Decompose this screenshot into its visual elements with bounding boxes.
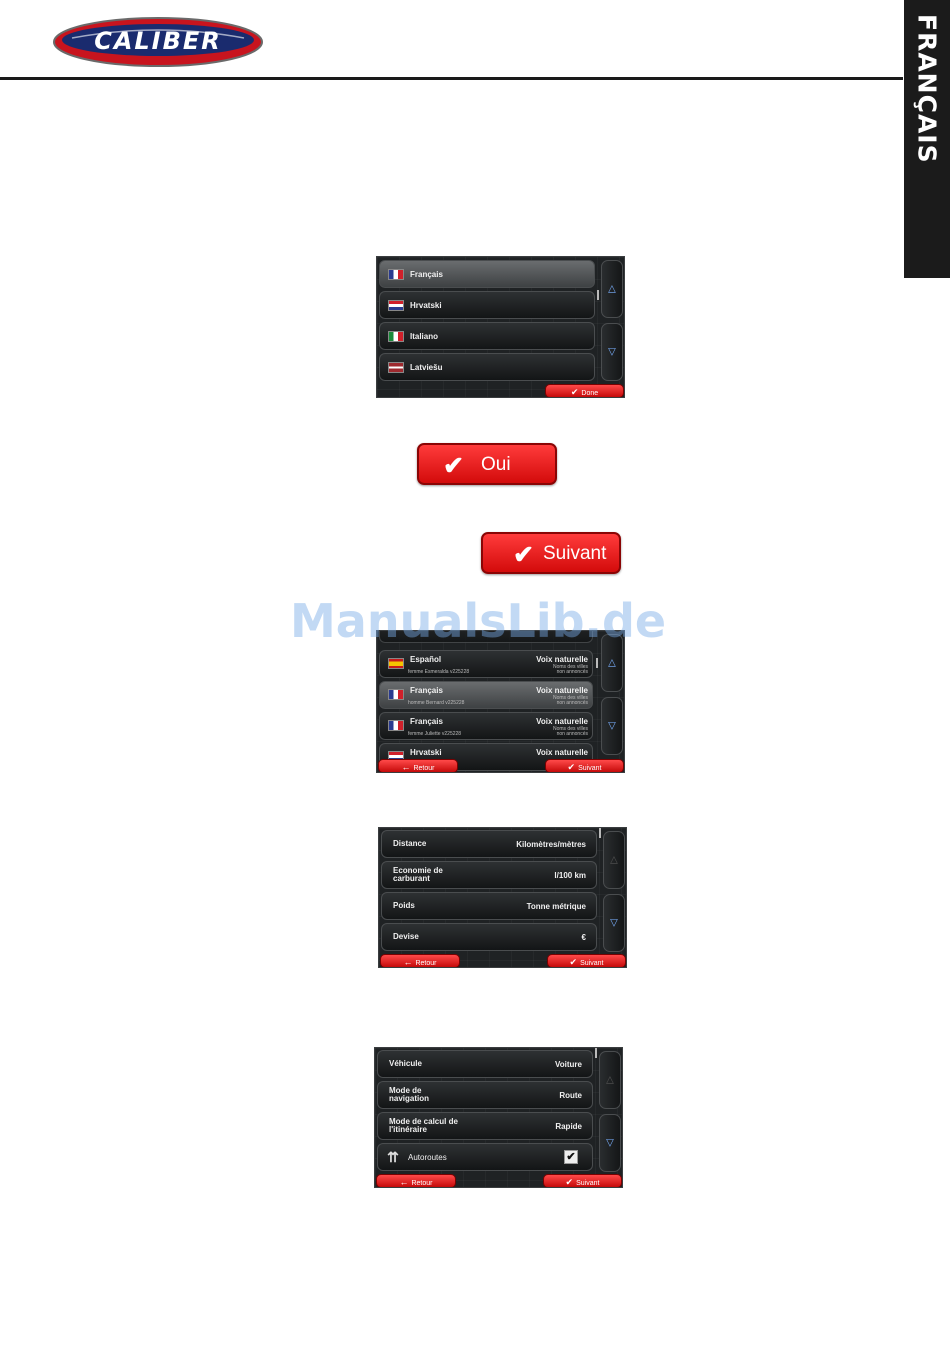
scroll-up-button[interactable]: △ <box>601 634 623 692</box>
back-button[interactable]: ←Retour <box>378 759 458 772</box>
flag-es-icon <box>388 658 404 669</box>
next-button[interactable]: ✔Suivant <box>545 759 624 772</box>
arrow-up-icon: △ <box>610 854 618 866</box>
scroll-thumb[interactable] <box>596 658 598 668</box>
language-tab: FRANÇAIS <box>904 0 950 278</box>
next-button[interactable]: ✔Suivant <box>543 1174 622 1187</box>
scroll-down-button[interactable]: ▽ <box>601 323 623 381</box>
list-item[interactable]: Véhicule Voiture <box>377 1050 593 1078</box>
oui-button[interactable]: ✔ Oui <box>417 443 557 485</box>
list-item[interactable]: Mode de navigation Route <box>377 1081 593 1109</box>
screen-route-settings: Véhicule Voiture Mode de navigation Rout… <box>374 1047 623 1188</box>
list-item[interactable]: Economie de carburant l/100 km <box>381 861 597 889</box>
check-icon: ✔ <box>570 387 579 397</box>
list-item[interactable]: Latviešu <box>379 353 595 381</box>
check-icon: ✔ <box>565 1177 574 1187</box>
arrow-down-icon: ▽ <box>606 1137 614 1149</box>
arrow-up-icon: △ <box>606 1074 614 1086</box>
arrow-left-icon: ← <box>403 957 413 967</box>
list-item[interactable]: Français homme Bernard v225228 Voix natu… <box>379 681 593 709</box>
next-button[interactable]: ✔Suivant <box>547 954 626 967</box>
back-button[interactable]: ←Retour <box>376 1174 456 1187</box>
check-icon: ✔ <box>513 541 534 569</box>
list-item[interactable]: ⇈ Autoroutes ✔ <box>377 1143 593 1171</box>
check-icon: ✔ <box>567 762 576 772</box>
highway-icon: ⇈ <box>387 1149 399 1165</box>
autoroutes-checkbox[interactable]: ✔ <box>564 1150 578 1164</box>
arrow-left-icon: ← <box>401 762 411 772</box>
arrow-down-icon: ▽ <box>610 917 618 929</box>
done-button[interactable]: ✔Done <box>545 384 624 397</box>
check-icon: ✔ <box>443 452 464 480</box>
list-item[interactable]: Français <box>379 260 595 288</box>
suivant-button[interactable]: ✔ Suivant <box>481 532 621 574</box>
scroll-thumb[interactable] <box>597 290 599 300</box>
scroll-thumb[interactable] <box>599 828 601 838</box>
flag-it-icon <box>388 331 404 342</box>
scroll-down-button[interactable]: ▽ <box>603 894 625 952</box>
language-tab-label: FRANÇAIS <box>912 14 942 164</box>
check-icon: ✔ <box>569 957 578 967</box>
list-item[interactable]: Devise € <box>381 923 597 951</box>
list-item[interactable]: Distance Kilomètres/mètres <box>381 830 597 858</box>
scroll-down-button[interactable]: ▽ <box>599 1114 621 1172</box>
flag-fr-icon <box>388 689 404 700</box>
flag-hr-icon <box>388 300 404 311</box>
caliber-logo: CALIBER <box>53 17 263 67</box>
header-rule <box>0 77 903 80</box>
arrow-up-icon: △ <box>608 283 616 295</box>
flag-fr-icon <box>388 720 404 731</box>
list-item[interactable]: Mode de calcul de l'itinéraire Rapide <box>377 1112 593 1140</box>
arrow-left-icon: ← <box>399 1177 409 1187</box>
list-item[interactable]: Italiano <box>379 322 595 350</box>
list-item[interactable]: Poids Tonne métrique <box>381 892 597 920</box>
list-item[interactable]: Français femme Juliette v225228 Voix nat… <box>379 712 593 740</box>
arrow-up-icon: △ <box>608 657 616 669</box>
arrow-down-icon: ▽ <box>608 720 616 732</box>
flag-lv-icon <box>388 362 404 373</box>
list-item[interactable]: Español femme Esmeralda v225228 Voix nat… <box>379 650 593 678</box>
back-button[interactable]: ←Retour <box>380 954 460 967</box>
screen-units: Distance Kilomètres/mètres Economie de c… <box>378 827 627 968</box>
svg-text:CALIBER: CALIBER <box>94 27 222 55</box>
list-item[interactable]: Hrvatski <box>379 291 595 319</box>
scroll-up-button[interactable]: △ <box>603 831 625 889</box>
screen-language-list: Français Hrvatski Italiano Latviešu △ ▽ … <box>376 256 625 398</box>
scroll-down-button[interactable]: ▽ <box>601 697 623 755</box>
list-item[interactable] <box>379 631 593 643</box>
scroll-up-button[interactable]: △ <box>601 260 623 318</box>
arrow-down-icon: ▽ <box>608 346 616 358</box>
scroll-thumb[interactable] <box>595 1048 597 1058</box>
scroll-up-button[interactable]: △ <box>599 1051 621 1109</box>
flag-fr-icon <box>388 269 404 280</box>
screen-voice-list: Español femme Esmeralda v225228 Voix nat… <box>376 630 625 773</box>
